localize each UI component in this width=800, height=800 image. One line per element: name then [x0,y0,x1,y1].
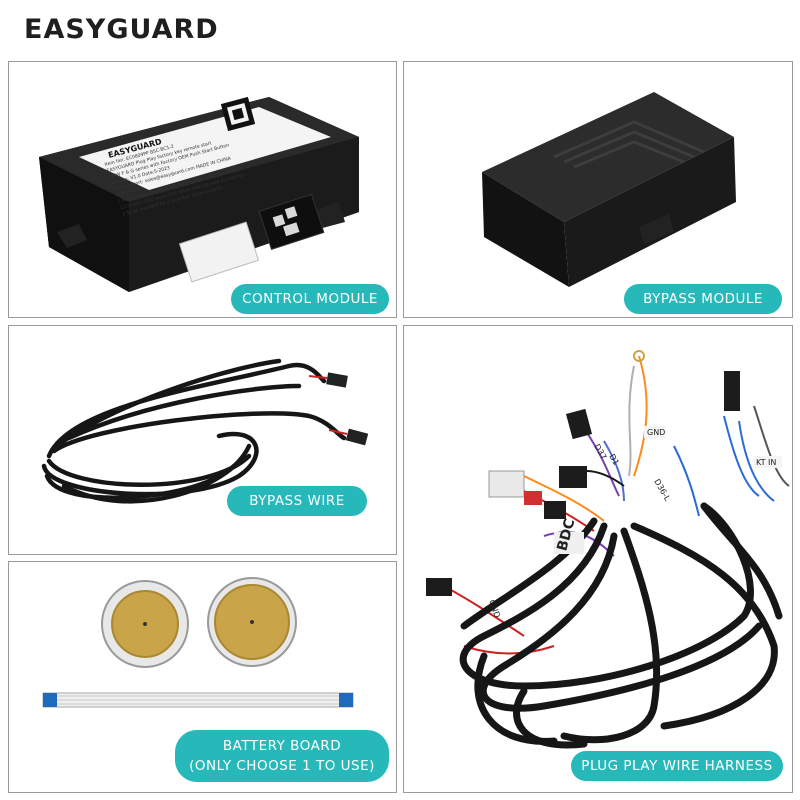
harness-connector-2 [544,501,566,519]
bypass-wire-panel: BYPASS WIRE [8,325,397,555]
harness-connector-5 [426,578,452,596]
battery-board-caption-line2: (ONLY CHOOSE 1 TO USE) [189,758,375,774]
bypass-module-panel: BYPASS MODULE [403,61,793,318]
harness-connector-1 [559,466,587,488]
control-module-caption: CONTROL MODULE [231,284,389,314]
brand-logo: EASYGUARD [24,14,219,45]
battery-board-caption-line1: BATTERY BOARD [222,738,342,754]
harness-tag-d36: D36-L [652,478,672,503]
harness-tag-d1: D1 [607,453,620,467]
harness-connector-4 [724,371,740,411]
harness-caption: PLUG PLAY WIRE HARNESS [571,751,783,781]
bypass-module-caption: BYPASS MODULE [624,284,782,314]
ring-terminal [633,350,645,362]
bypass-wire-image [41,358,369,504]
wire-connector-bottom [345,428,369,446]
battery-board-caption: BATTERY BOARD (ONLY CHOOSE 1 TO USE) [175,730,389,782]
wire-connector-top [326,372,348,388]
harness-red-block [524,491,542,505]
harness-panel: GND BDC KT IN D36-L D1 D37 GND PLUG PLAY… [403,325,793,793]
battery-board-image [42,577,354,708]
harness-tag-gnd: GND [647,428,665,437]
wire-harness-image: GND BDC KT IN D36-L D1 D37 GND [426,350,790,749]
white-connector [178,221,260,283]
harness-connector-3 [565,408,593,440]
harness-tag-kt-in: KT IN [756,458,776,467]
black-connector [258,193,325,250]
control-module-image: EASYGUARD Item fan: EC0809PP BSC-BC1-2EA… [39,96,359,292]
bypass-module-image [482,92,736,287]
battery-board-panel: BATTERY BOARD (ONLY CHOOSE 1 TO USE) [8,561,397,793]
harness-white-connector [488,470,525,498]
bypass-wire-caption: BYPASS WIRE [227,486,367,516]
